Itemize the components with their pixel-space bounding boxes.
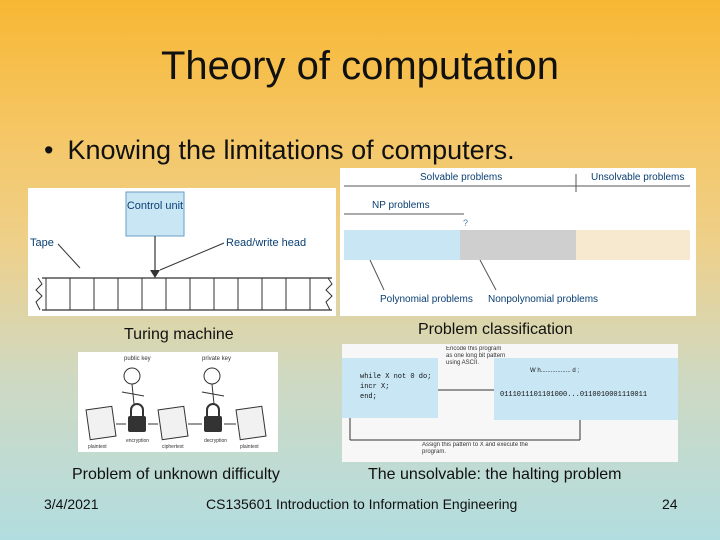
encode-note: Encode this program as one long bit patt…	[446, 346, 506, 366]
solvable-label: Solvable problems	[420, 172, 502, 183]
turing-machine-figure: Control unit Tape Read/write head	[28, 188, 336, 316]
tape	[35, 277, 333, 311]
program-line-1: while X not 0 do;	[360, 373, 431, 381]
halting-problem-figure: while X not 0 do; incr X; end; Encode th…	[342, 344, 678, 462]
tape-label: Tape	[30, 237, 54, 249]
private-key-label: private key	[202, 356, 231, 362]
caption-turing-machine: Turing machine	[124, 326, 234, 343]
bit-pattern-box	[494, 358, 678, 420]
problem-classification-figure: Solvable problems Unsolvable problems NP…	[340, 168, 696, 316]
encryption-figure: public key private key p	[78, 352, 278, 452]
footer-course: CS135601 Introduction to Information Eng…	[206, 496, 518, 512]
nonpolynomial-label: Nonpolynomial problems	[488, 294, 598, 305]
assign-note-wrap: Assign this pattern to X and execute the…	[422, 442, 529, 455]
unknown-mark: ?	[463, 218, 468, 228]
control-unit-box	[125, 191, 185, 237]
caption-unknown-difficulty: Problem of unknown difficulty	[72, 466, 280, 483]
program-box	[342, 358, 438, 418]
bullet-item: • Knowing the limitations of computers.	[44, 135, 515, 166]
program-line-3: end;	[360, 393, 377, 401]
slide-title: Theory of computation	[161, 44, 559, 88]
control-unit-label: Control unit	[127, 200, 183, 212]
head-arrowhead	[150, 270, 160, 278]
plaintext-label-left: plaintext	[88, 444, 107, 450]
ciphertext-label: ciphertext	[162, 444, 184, 450]
nonpolynomial-region	[460, 230, 576, 260]
np-label: NP problems	[372, 200, 430, 211]
unsolvable-region	[576, 230, 690, 260]
encryption-label: encryption	[126, 438, 149, 444]
bullet-text: Knowing the limitations of computers.	[67, 135, 515, 165]
assign-note: Assign this pattern to X and execute the…	[422, 442, 529, 455]
head-label: Read/write head	[226, 237, 306, 249]
bit-pattern: 0111011101101000...0110010001110011	[500, 391, 647, 399]
program-line-2: incr X;	[360, 383, 389, 391]
lock-icons	[128, 403, 222, 432]
polynomial-region	[344, 230, 460, 260]
document-icons	[85, 405, 267, 441]
unsolvable-label: Unsolvable problems	[591, 172, 684, 183]
caption-halting-problem: The unsolvable: the halting problem	[368, 466, 622, 483]
polynomial-label: Polynomial problems	[380, 294, 473, 305]
footer-page-number: 24	[662, 496, 678, 512]
public-key-label: public key	[124, 356, 151, 362]
top-dots: W h.................. d ;	[530, 368, 579, 374]
caption-problem-classification: Problem classification	[418, 321, 573, 338]
bullet-dot: •	[44, 135, 54, 165]
tape-pointer	[57, 243, 81, 269]
plaintext-label-right: plaintext	[240, 444, 259, 450]
head-pointer	[159, 242, 225, 271]
nonpolynomial-pointer	[479, 259, 497, 291]
decryption-label: decryption	[204, 438, 227, 444]
key-figures	[121, 367, 225, 405]
encode-note-wrap: Encode this program as one long bit patt…	[446, 346, 506, 366]
footer-date: 3/4/2021	[44, 496, 99, 512]
polynomial-pointer	[369, 259, 385, 291]
